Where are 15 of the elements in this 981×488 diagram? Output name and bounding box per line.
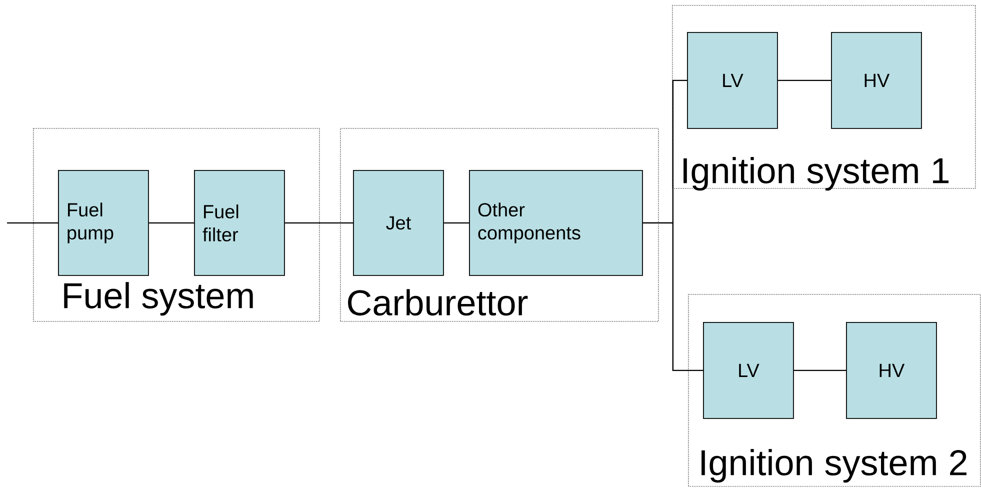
connector-line: [794, 370, 846, 372]
connector-line: [444, 222, 469, 224]
component-box: Jet: [353, 170, 444, 276]
component-box: LV: [687, 32, 778, 129]
component-box: HV: [831, 32, 922, 129]
component-box: Fuel filter: [194, 170, 285, 276]
connector-line: [778, 80, 831, 82]
component-box: Other components: [469, 170, 643, 276]
connector-line: [148, 222, 194, 224]
connector-line: [284, 222, 353, 224]
component-box: HV: [846, 322, 937, 419]
component-box: LV: [703, 322, 794, 419]
connector-line: [642, 222, 703, 372]
connector-line: [7, 222, 58, 224]
component-box: Fuel pump: [58, 170, 149, 276]
